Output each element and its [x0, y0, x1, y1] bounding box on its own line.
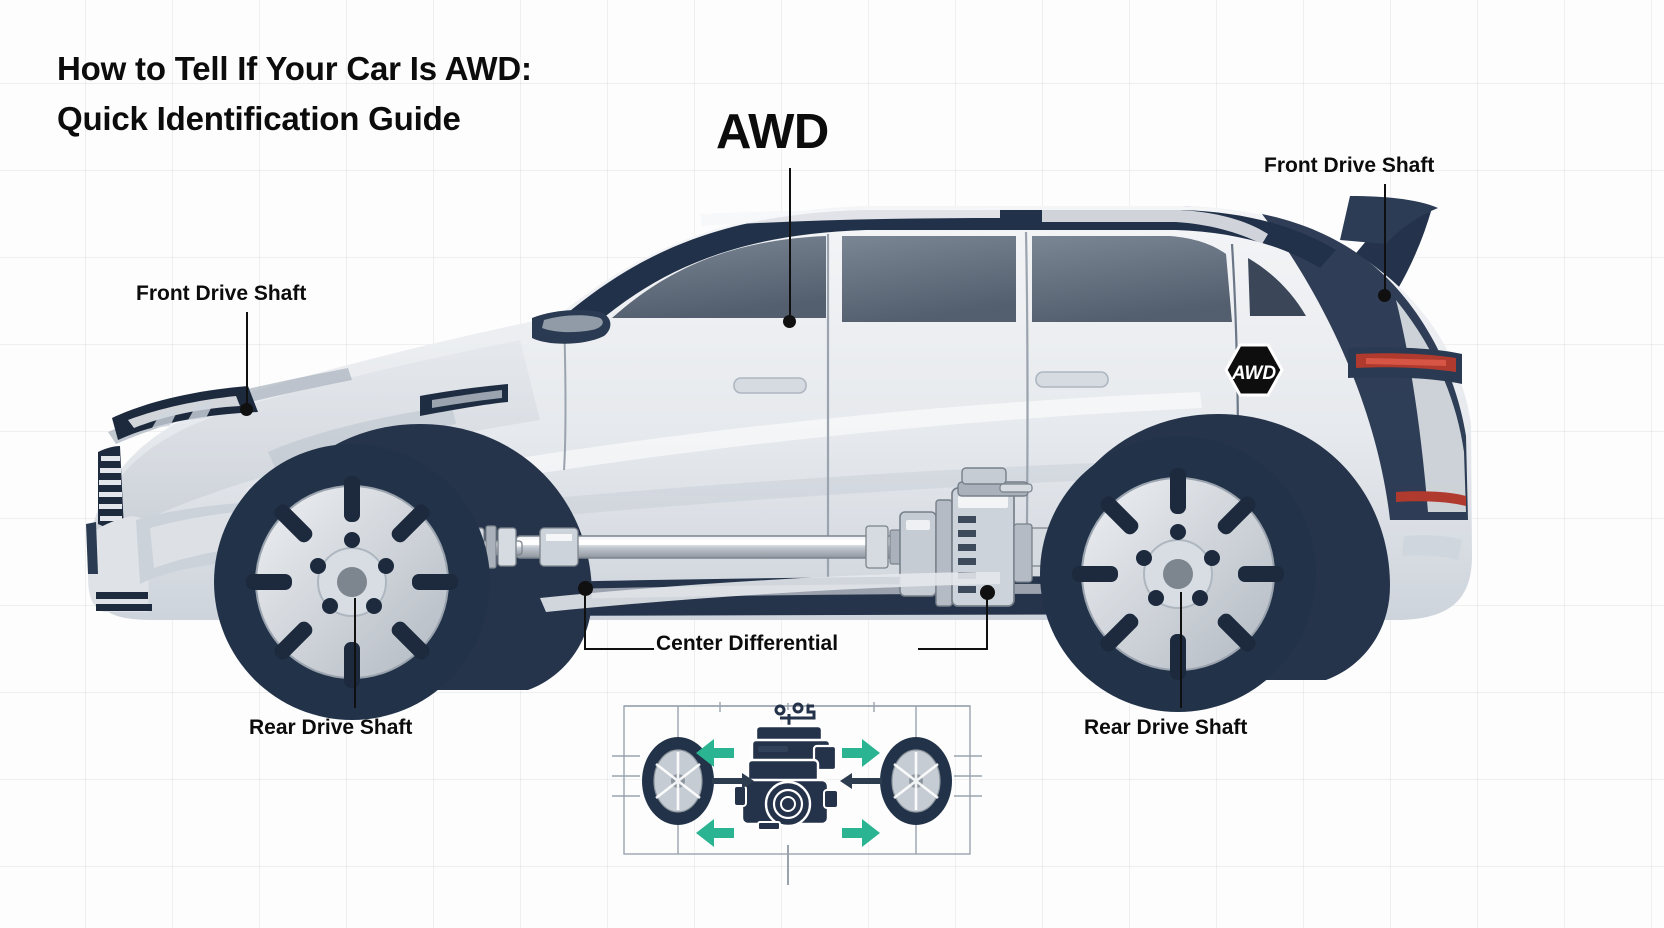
- leader-center-diff-right-horiz: [918, 648, 988, 651]
- callout-center-differential: Center Differential: [656, 632, 839, 655]
- callout-rear-drive-shaft-left: Rear Drive Shaft: [249, 716, 413, 739]
- arrow-wheel-right-in: [840, 773, 882, 789]
- arrow-engine-to-front-left: [696, 739, 734, 767]
- front-wheel: [214, 444, 490, 720]
- arrow-engine-to-rear-right: [842, 819, 880, 847]
- leader-dot-center-diff-right: [980, 585, 995, 600]
- front-grille: [98, 446, 124, 530]
- arrow-engine-to-front-right: [842, 739, 880, 767]
- page-title: How to Tell If Your Car Is AWD: Quick Id…: [57, 50, 532, 138]
- awd-badge-text: AWD: [1231, 363, 1277, 384]
- arrow-wheel-left-in: [712, 773, 754, 789]
- windshield: [612, 236, 826, 318]
- awd-badge: AWD: [1224, 343, 1284, 397]
- leader-dot-front-right: [1378, 289, 1391, 302]
- leader-center-diff-left-vert: [584, 592, 587, 650]
- awd-power-flow-schematic: [612, 702, 982, 855]
- leader-dot-front-left: [240, 403, 253, 416]
- leader-dot-awd: [783, 315, 796, 328]
- leader-rear-drive-shaft-right: [1180, 592, 1183, 708]
- leader-front-drive-shaft-left: [246, 312, 249, 410]
- schematic-engine-block: [733, 702, 839, 831]
- callout-front-drive-shaft-right: Front Drive Shaft: [1264, 154, 1435, 177]
- shaft-collar-left: [539, 527, 579, 567]
- schematic-axle-arrows: [712, 773, 882, 789]
- hero-awd-label: AWD: [716, 105, 829, 159]
- rear-door-window: [1032, 236, 1232, 322]
- door-handle-front: [733, 377, 807, 394]
- schematic-power-arrows: [696, 739, 880, 847]
- leader-rear-drive-shaft-left: [354, 598, 357, 708]
- leader-dot-center-diff-left: [578, 581, 593, 596]
- rear-wheel: [1040, 436, 1316, 712]
- leader-front-drive-shaft-right: [1384, 184, 1387, 296]
- door-handle-rear: [1035, 371, 1109, 388]
- schematic-frame: [612, 702, 982, 855]
- drivetrain-assembly: [381, 467, 1131, 612]
- schematic-center-tick: [787, 845, 789, 885]
- leader-awd: [789, 168, 792, 320]
- schematic-wheel-left: [642, 737, 714, 825]
- lower-grille-slots: [96, 592, 152, 611]
- leader-center-diff-left-horiz: [584, 648, 654, 651]
- quarter-window: [1248, 258, 1306, 316]
- callout-front-drive-shaft-left: Front Drive Shaft: [136, 282, 307, 305]
- leader-center-diff-right-vert: [986, 596, 989, 650]
- front-door-window: [842, 236, 1016, 322]
- schematic-wheel-right: [880, 737, 952, 825]
- callout-rear-drive-shaft-right: Rear Drive Shaft: [1084, 716, 1248, 739]
- arrow-engine-to-rear-left: [696, 819, 734, 847]
